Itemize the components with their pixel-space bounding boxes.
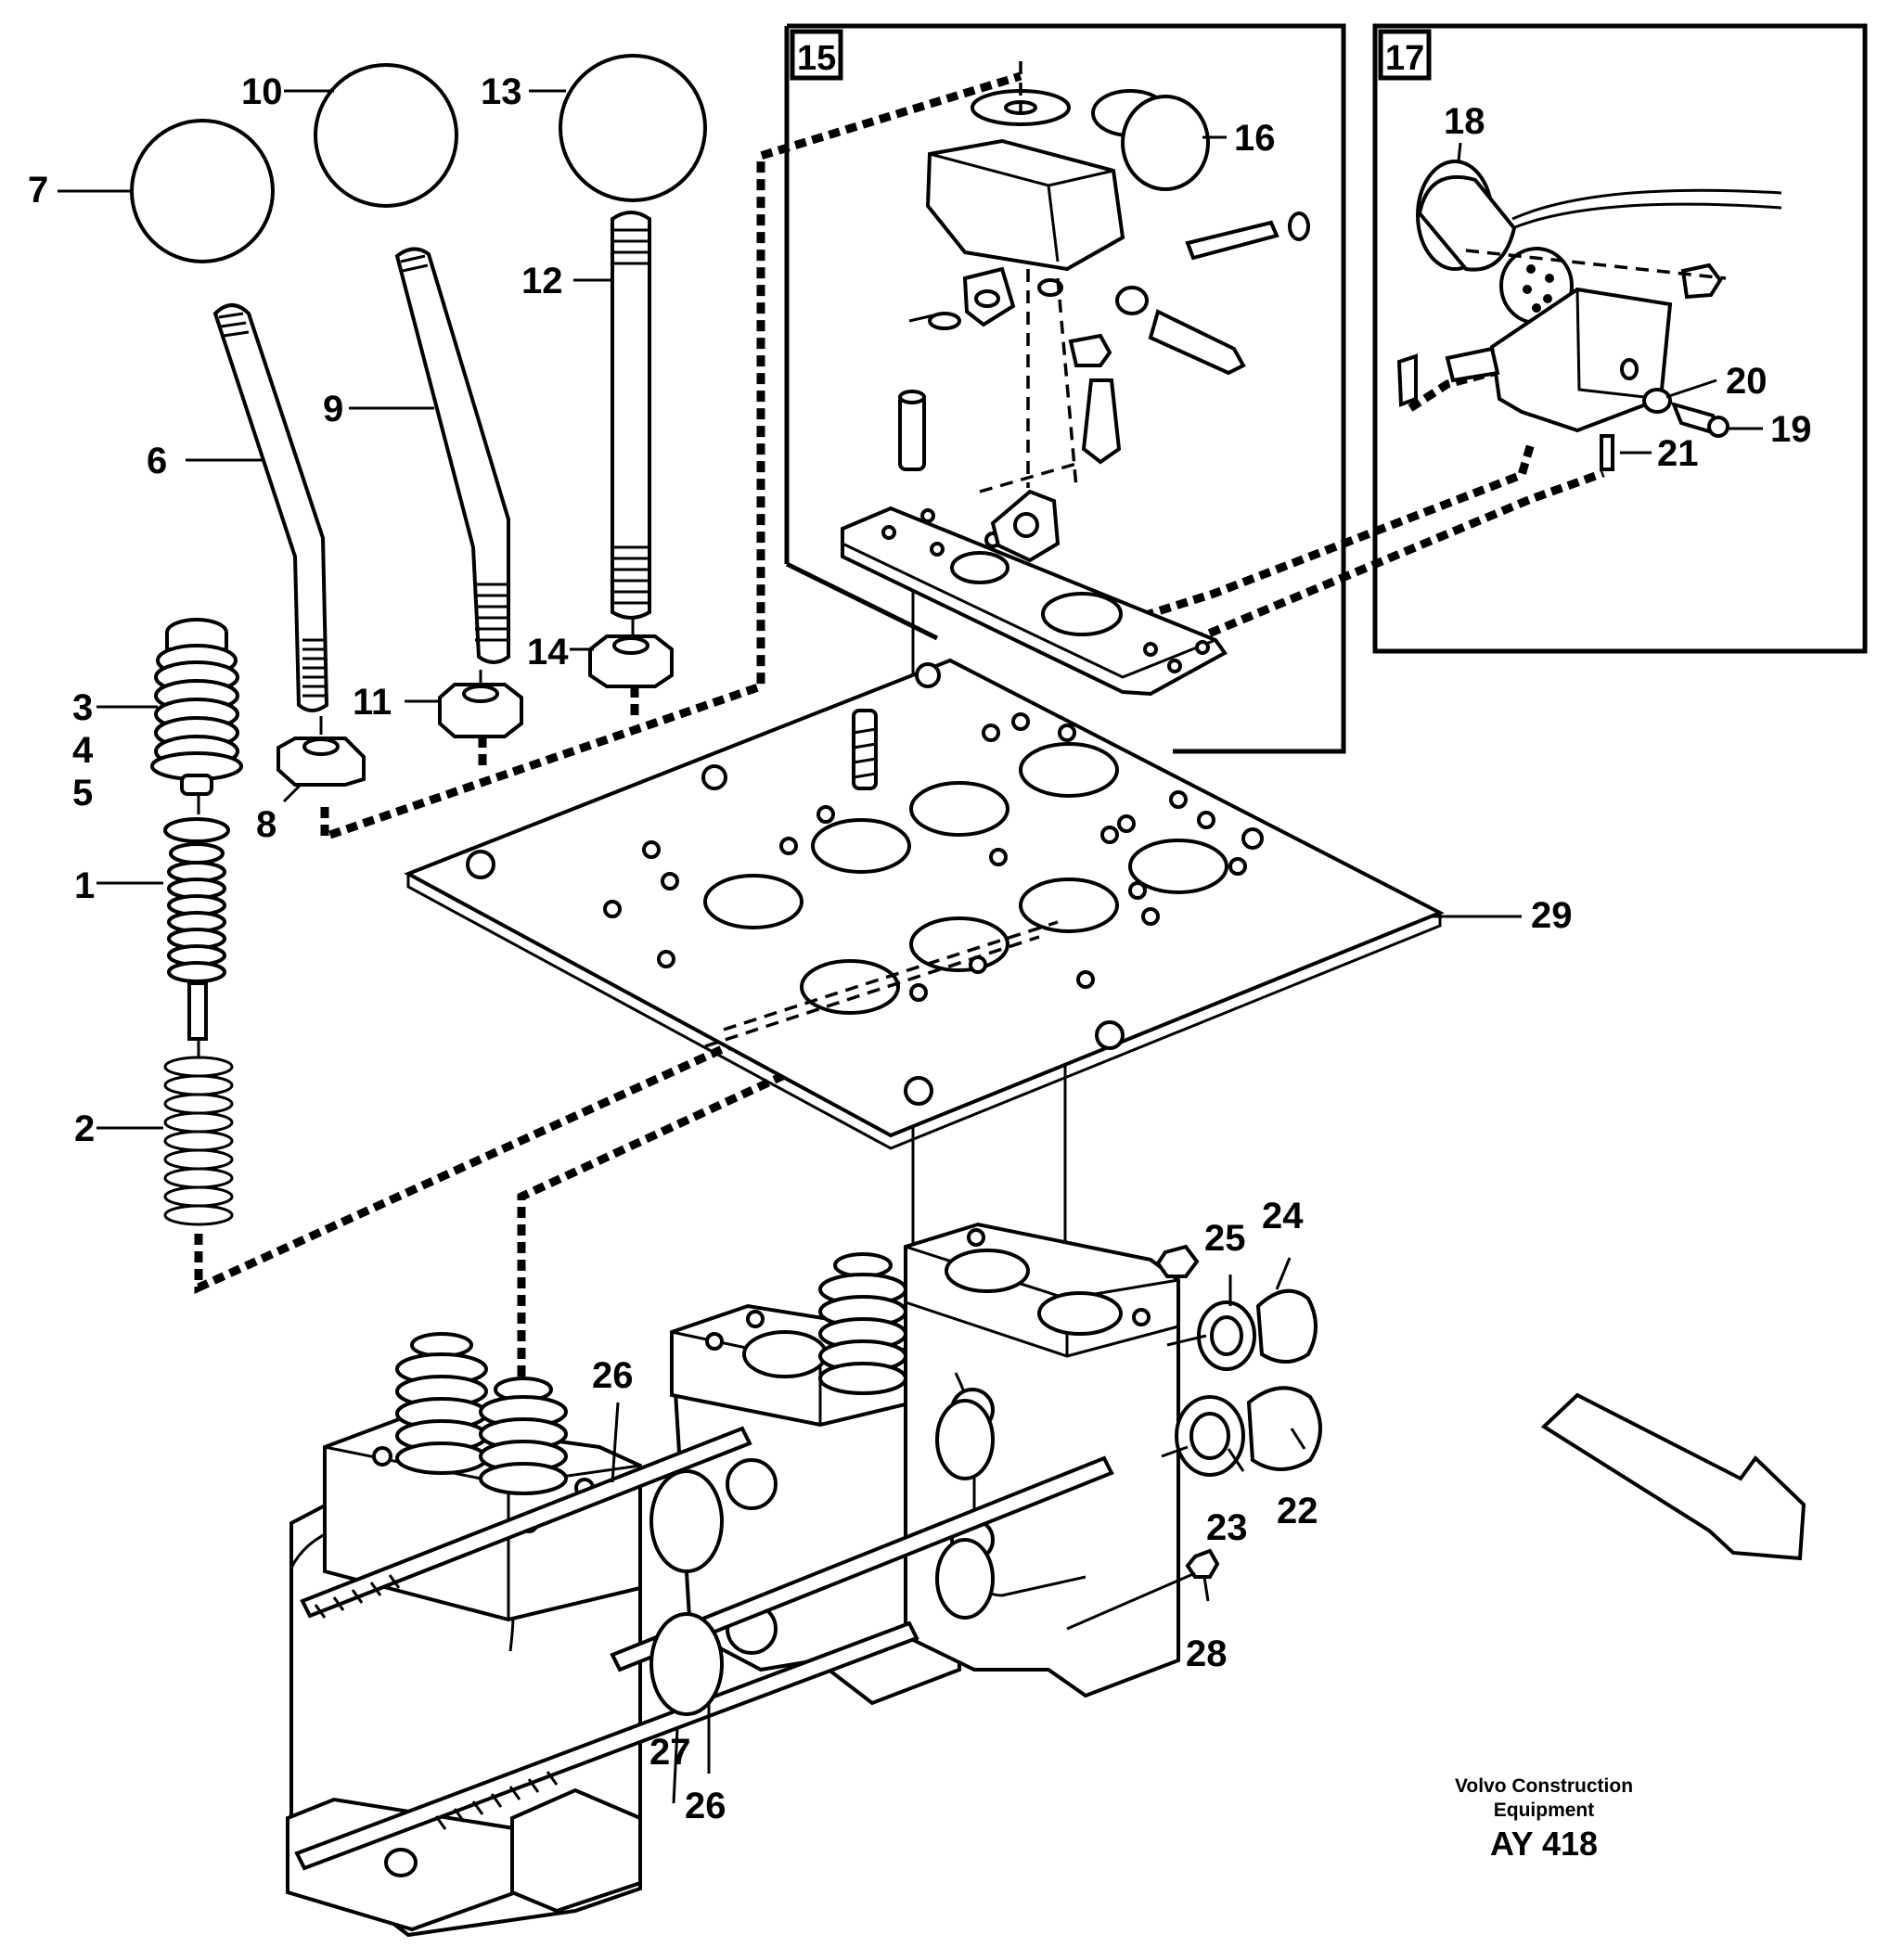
- part-label-21: 21: [1657, 433, 1699, 474]
- part-label-5: 5: [72, 773, 93, 813]
- part-label-11: 11: [353, 682, 392, 723]
- lever-9: [394, 247, 510, 664]
- part-label-29: 29: [1531, 895, 1573, 936]
- part-label-8: 8: [256, 804, 276, 845]
- credit-line-1: Volvo Construction: [1455, 1775, 1633, 1797]
- part-label-22: 22: [1277, 1491, 1318, 1531]
- part-label-2: 2: [74, 1108, 95, 1149]
- drawing-credit: Volvo Construction Equipment AY 418: [1455, 1775, 1633, 1863]
- part-label-7b: 7: [28, 170, 48, 211]
- spring-2: [163, 1056, 234, 1226]
- credit-line-2: Equipment: [1494, 1800, 1595, 1821]
- part-label-16: 16: [1234, 118, 1276, 159]
- label-leader-lines: [58, 89, 1763, 1804]
- part-label-27: 27: [649, 1732, 691, 1773]
- part-label-28: 28: [1186, 1633, 1228, 1674]
- part-label-3: 3: [72, 687, 93, 728]
- lever-12: [611, 211, 651, 620]
- nut-8: [276, 737, 366, 787]
- part-label-26-bottom: 26: [685, 1786, 726, 1826]
- lever-6: [212, 303, 329, 712]
- part-label-25: 25: [1204, 1218, 1246, 1259]
- part-label-26-top: 26: [592, 1355, 634, 1396]
- inset-label-17: 17: [1385, 39, 1424, 78]
- part-label-10: 10: [241, 71, 283, 112]
- inset-label-15: 15: [797, 39, 836, 78]
- part-label-19: 19: [1770, 409, 1812, 450]
- drawing-code: AY 418: [1490, 1825, 1598, 1863]
- gasket-plate-29: [404, 658, 1445, 1150]
- inset-17-parts: [1396, 160, 1782, 471]
- plugs-and-seals: [1066, 1244, 1322, 1631]
- part-label-18: 18: [1444, 101, 1485, 142]
- part-label-24: 24: [1262, 1196, 1304, 1236]
- part-label-1: 1: [74, 865, 95, 906]
- plunger-1: [163, 817, 230, 1041]
- part-label-23: 23: [1206, 1507, 1248, 1548]
- part-label-9: 9: [323, 389, 343, 429]
- direction-arrow-icon: [1540, 1392, 1806, 1561]
- spring-cap-assembly: [150, 618, 243, 796]
- part-label-14: 14: [527, 632, 569, 673]
- inset-15-parts: [841, 61, 1310, 697]
- part-label-20: 20: [1726, 361, 1768, 402]
- inset-frame-17: [1372, 23, 1868, 654]
- part-labels-list: 1 2 3 4 5 6 7 8 9 10 11 12 13 14 16 18 1…: [28, 39, 1812, 1826]
- part-label-4: 4: [72, 730, 94, 771]
- part-label-13: 13: [481, 71, 522, 112]
- nut-14: [588, 634, 674, 688]
- knob-10: [314, 63, 458, 208]
- part-label-12: 12: [521, 261, 563, 301]
- o-rings-27: [649, 1399, 995, 1716]
- knob-7: [130, 119, 275, 263]
- part-label-6: 6: [147, 441, 167, 481]
- inset-frame-15: [784, 23, 1346, 754]
- knob-13: [559, 54, 707, 202]
- nut-11: [438, 683, 523, 738]
